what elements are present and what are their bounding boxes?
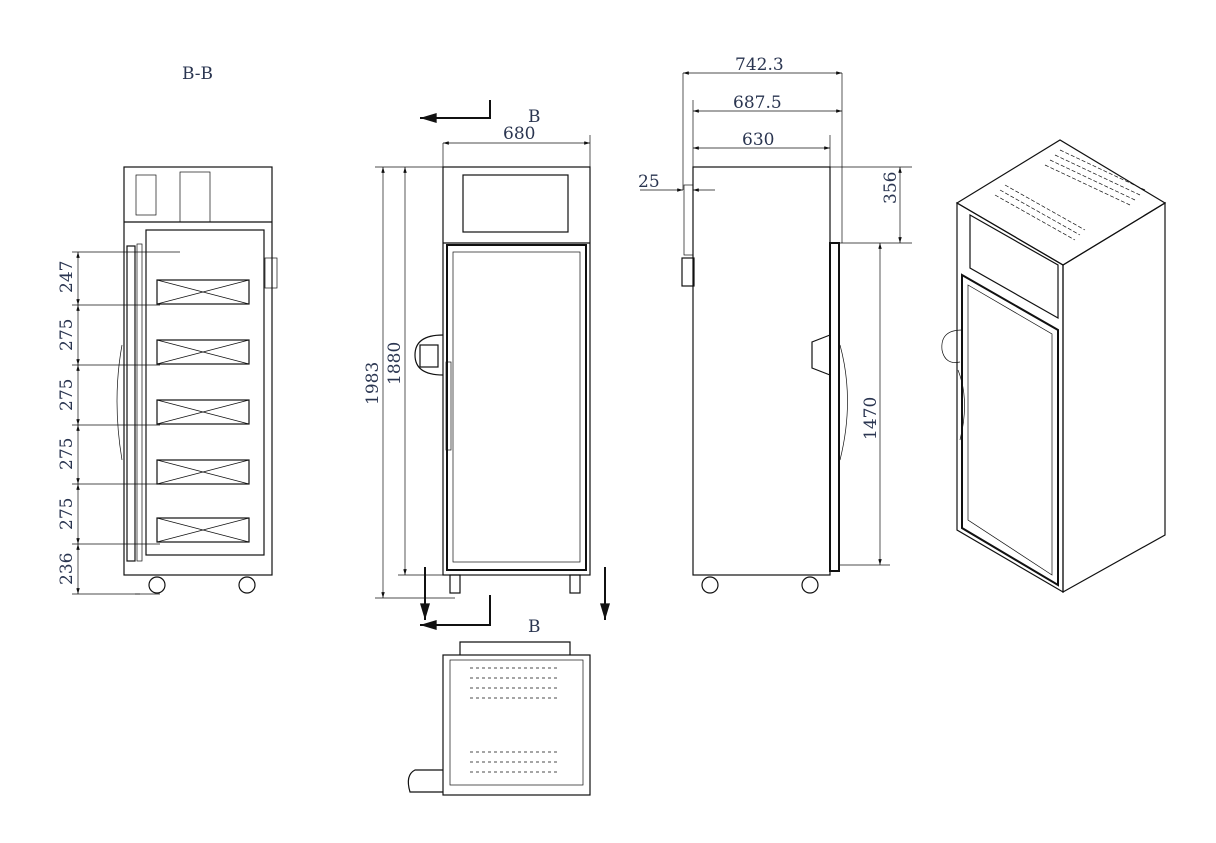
side-view: 742.3 687.5 630 25 356 1470 (638, 55, 912, 594)
front-view: 680 1983 1880 B B (363, 100, 610, 637)
basket-shelves (156, 279, 250, 543)
bottom-view (407, 641, 591, 796)
section-marker-top: B (528, 107, 541, 127)
dim-depth-mid: 687.5 (733, 93, 782, 113)
dim-height-body: 1880 (385, 342, 405, 385)
dim-depth-total: 742.3 (735, 55, 784, 75)
dim-shelf-1: 247 (57, 261, 77, 293)
dim-handle-offset: 25 (638, 172, 660, 192)
dim-shelf-5: 275 (57, 498, 77, 530)
section-marker-bottom: B (528, 617, 541, 637)
dim-height-total: 1983 (363, 362, 383, 405)
dim-width: 680 (503, 124, 535, 144)
dim-door-height: 1470 (861, 397, 881, 440)
dim-shelf-3: 275 (57, 379, 77, 411)
section-view-b-b: B-B (57, 64, 278, 595)
dim-shelf-2: 275 (57, 319, 77, 351)
section-title: B-B (182, 64, 213, 84)
dim-shelf-4: 275 (57, 438, 77, 470)
dim-bottom: 236 (57, 553, 77, 585)
isometric-view (941, 139, 1167, 594)
dim-depth-body: 630 (742, 130, 774, 150)
dim-top-section: 356 (881, 172, 901, 204)
